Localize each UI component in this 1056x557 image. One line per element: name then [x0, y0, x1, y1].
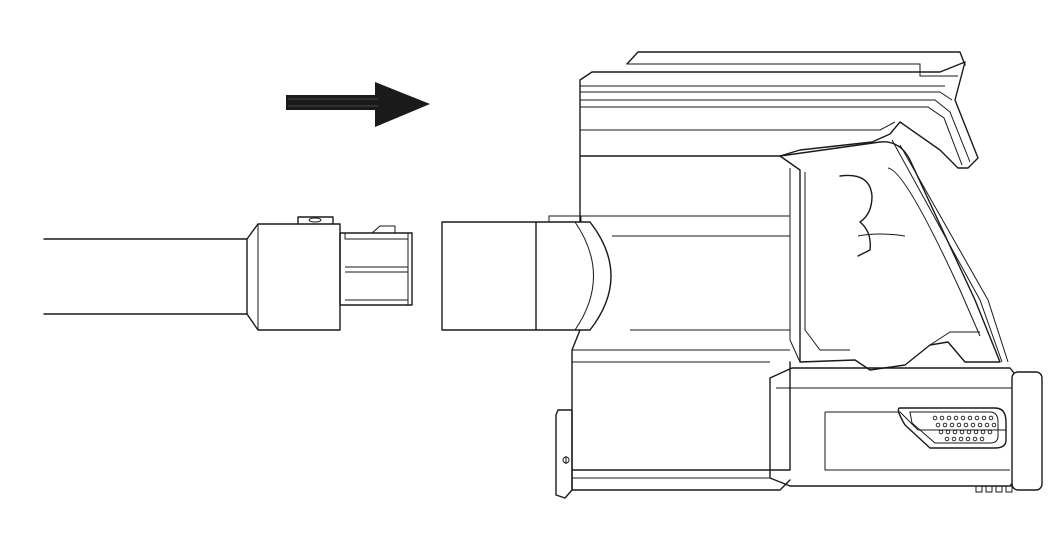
handheld-unit [555, 51, 1043, 499]
arrow-icon [286, 82, 430, 127]
battery-contacts [975, 485, 1013, 493]
tube-connector [441, 215, 612, 331]
extension-tube [43, 216, 413, 331]
battery-grille-icon [897, 407, 1007, 449]
